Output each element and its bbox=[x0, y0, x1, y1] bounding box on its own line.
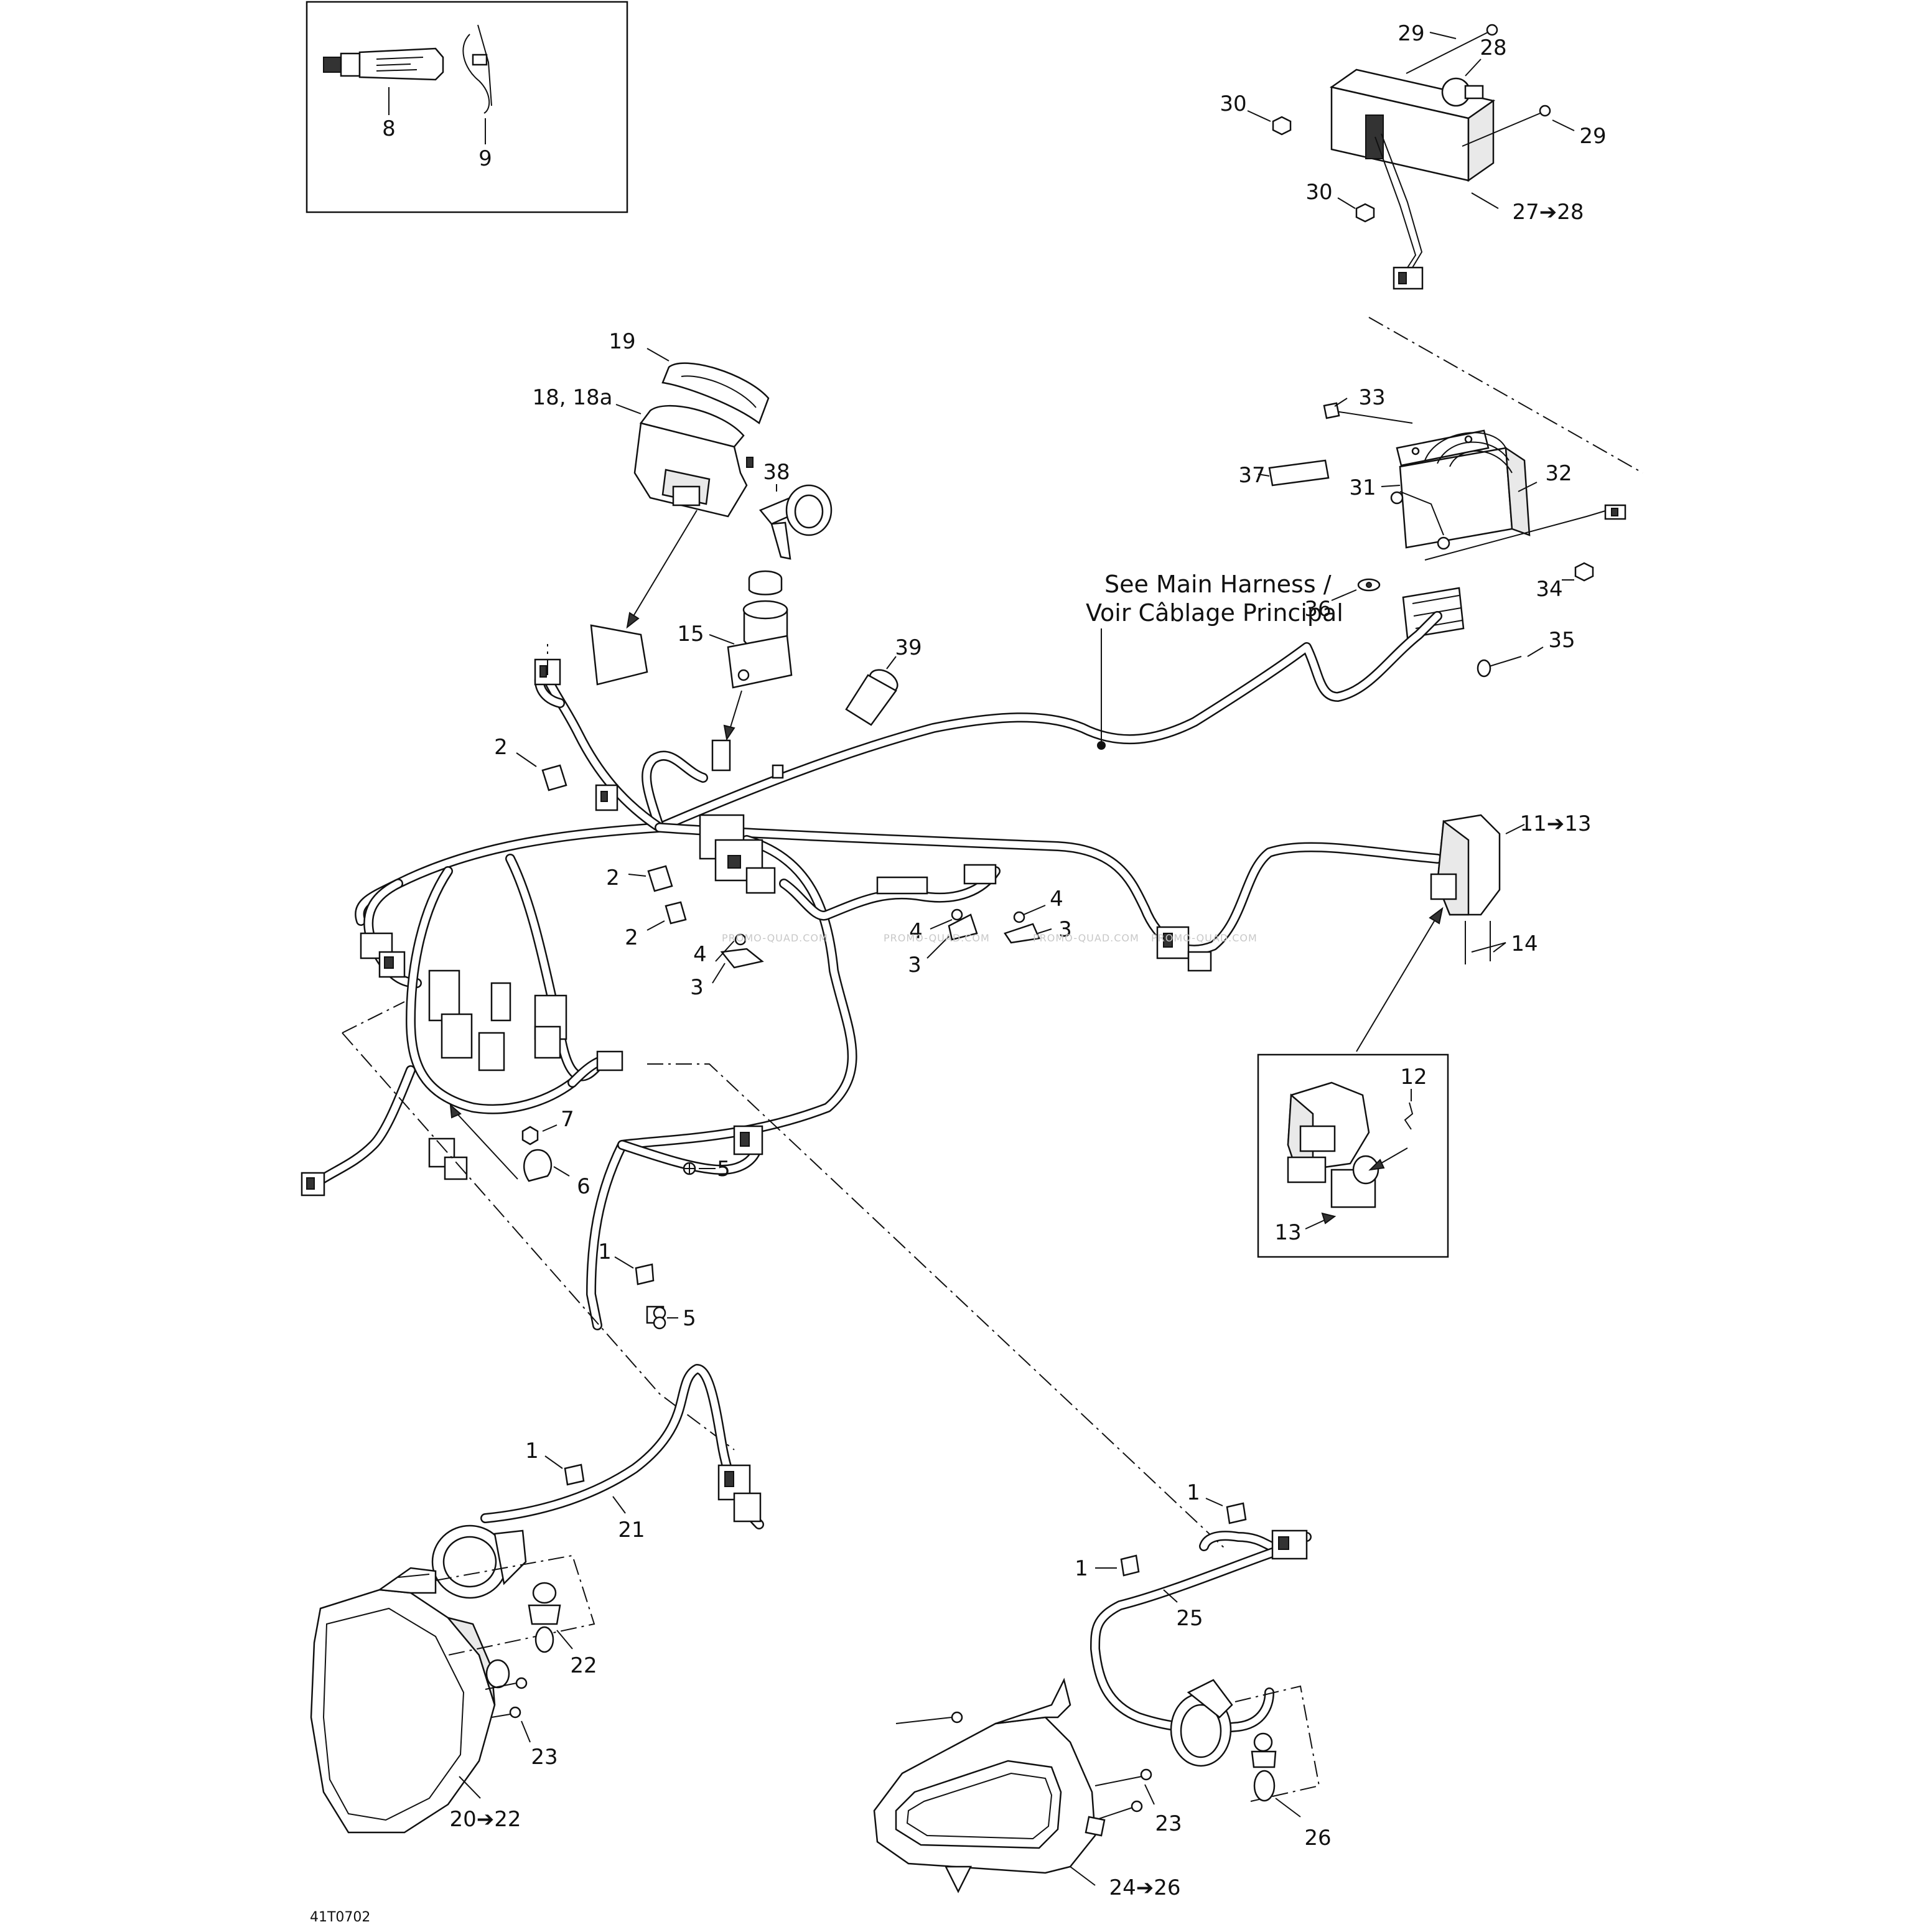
callout-32: 32 bbox=[1545, 461, 1572, 486]
callout-3-right: 3 bbox=[1058, 917, 1072, 942]
callout-7: 7 bbox=[561, 1107, 574, 1132]
watermark-3: PROMO-QUAD.COM bbox=[1033, 932, 1139, 944]
callout-5-lower: 5 bbox=[683, 1306, 696, 1331]
sealant-tube bbox=[323, 47, 444, 81]
callout-8: 8 bbox=[382, 116, 396, 141]
callout-9: 9 bbox=[478, 146, 492, 171]
callout-39: 39 bbox=[895, 635, 922, 660]
regulator-assembly bbox=[1268, 402, 1626, 678]
callout-36: 36 bbox=[1304, 597, 1331, 622]
tail-light-assembly bbox=[1272, 24, 1551, 290]
callout-2-bottom: 2 bbox=[625, 925, 638, 950]
left-headlight-harness bbox=[480, 1263, 764, 1529]
callout-29-right: 29 bbox=[1579, 124, 1606, 149]
callout-4-left: 4 bbox=[693, 942, 707, 967]
note-line-1: See Main Harness / bbox=[1104, 571, 1332, 598]
callout-29-top: 29 bbox=[1398, 21, 1424, 46]
handlebar-switch bbox=[1430, 814, 1501, 964]
callout-37: 37 bbox=[1238, 463, 1265, 488]
harness-connectors bbox=[301, 624, 1212, 1324]
ignition-switch bbox=[727, 570, 793, 689]
callout-25: 25 bbox=[1176, 1606, 1203, 1631]
callout-22: 22 bbox=[570, 1653, 597, 1678]
callout-34: 34 bbox=[1536, 577, 1562, 602]
right-headlight bbox=[873, 1678, 1320, 1893]
callout-2-middle: 2 bbox=[606, 866, 620, 890]
callout-6: 6 bbox=[577, 1174, 590, 1199]
clips-2 bbox=[541, 764, 687, 925]
callout-12: 12 bbox=[1400, 1065, 1427, 1090]
callout-33: 33 bbox=[1358, 385, 1385, 410]
watermark-1: PROMO-QUAD.COM bbox=[722, 932, 828, 944]
accessory-plug bbox=[845, 669, 898, 726]
callout-15: 15 bbox=[677, 622, 704, 646]
callout-1-harness-left-top: 1 bbox=[598, 1239, 612, 1264]
callout-30-bottom: 30 bbox=[1305, 180, 1332, 205]
note-line-2: Voir Câblage Principal bbox=[1086, 599, 1343, 627]
callout-18-18a: 18, 18a bbox=[533, 385, 613, 410]
fasteners-5-6-7 bbox=[521, 1126, 696, 1330]
callout-27-28: 27➔28 bbox=[1512, 200, 1584, 225]
callout-21: 21 bbox=[618, 1518, 645, 1542]
callout-20-22: 20➔22 bbox=[449, 1807, 521, 1832]
callout-38: 38 bbox=[763, 460, 790, 485]
callout-4-middle: 4 bbox=[909, 919, 923, 944]
callout-1-harness-right-top: 1 bbox=[1187, 1480, 1200, 1505]
callout-19: 19 bbox=[609, 329, 635, 354]
callout-14: 14 bbox=[1511, 931, 1538, 956]
callout-23-left: 23 bbox=[531, 1745, 558, 1770]
wiring-harness bbox=[312, 611, 1442, 1330]
brackets-3-and-nuts-4 bbox=[720, 908, 1040, 969]
callout-1-harness-left: 1 bbox=[525, 1439, 539, 1463]
watermark-4: PROMO-QUAD.COM bbox=[1151, 932, 1258, 944]
cable-tie bbox=[462, 24, 492, 114]
callout-35: 35 bbox=[1548, 628, 1575, 653]
switch-detail-inset bbox=[1257, 1053, 1449, 1258]
callout-26: 26 bbox=[1304, 1826, 1331, 1850]
callout-31: 31 bbox=[1349, 475, 1376, 500]
left-headlight bbox=[310, 1524, 595, 1834]
callout-3-middle: 3 bbox=[908, 953, 922, 978]
callout-11-13: 11➔13 bbox=[1519, 811, 1591, 836]
accessories-inset: 8 9 bbox=[306, 1, 628, 213]
watermark-2: PROMO-QUAD.COM bbox=[884, 932, 990, 944]
callout-24-26: 24➔26 bbox=[1109, 1875, 1180, 1900]
callout-3-left: 3 bbox=[690, 975, 704, 1000]
reference-code: 41T0702 bbox=[310, 1910, 370, 1925]
gauge-cluster bbox=[633, 362, 833, 560]
callout-30-top: 30 bbox=[1220, 91, 1246, 116]
callout-1-harness-right: 1 bbox=[1075, 1556, 1088, 1581]
right-headlight-harness bbox=[1090, 1502, 1312, 1734]
callout-23-right: 23 bbox=[1155, 1811, 1182, 1836]
callout-2-top: 2 bbox=[494, 735, 508, 760]
callout-28: 28 bbox=[1480, 35, 1506, 60]
callout-13: 13 bbox=[1274, 1220, 1301, 1245]
callout-5-upper: 5 bbox=[717, 1157, 730, 1182]
callout-4-right: 4 bbox=[1050, 887, 1063, 912]
